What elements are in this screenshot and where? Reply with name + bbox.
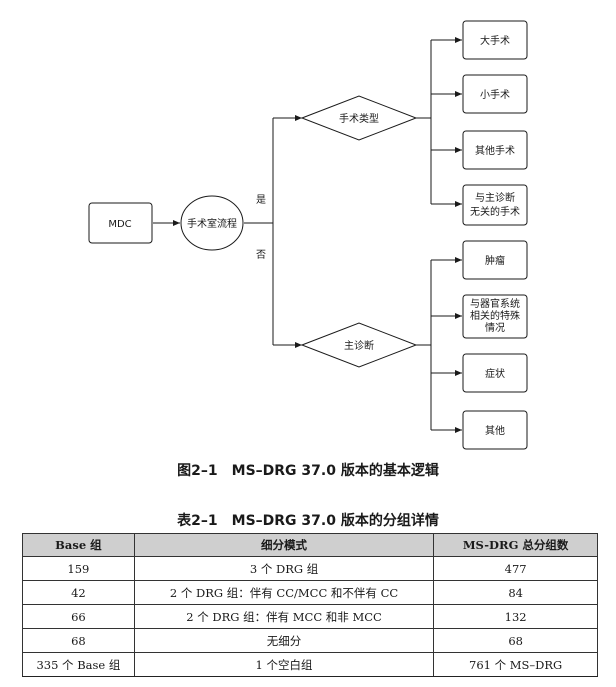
label-organ-3: 情况 <box>485 321 505 334</box>
node-symptom <box>462 353 528 393</box>
node-major-surgery <box>462 20 528 60</box>
label-major-surgery: 大手术 <box>480 34 510 47</box>
cell-base: 68 <box>22 628 135 653</box>
cell-base: 66 <box>22 604 135 629</box>
table-row: 335 个 Base 组 1 个空白组 761 个 MS–DRG <box>22 652 598 677</box>
label-tumor: 肿瘤 <box>485 254 505 267</box>
label-surgery-flow: 手术室流程 <box>187 217 237 230</box>
node-surgery-type <box>300 95 418 141</box>
label-surgery-type: 手术类型 <box>339 112 379 125</box>
table-row: 68 无细分 68 <box>22 628 598 653</box>
figure-caption: 图2–1 MS–DRG 37.0 版本的基本逻辑 <box>177 463 439 479</box>
cell-total: 477 <box>433 556 598 581</box>
cell-total: 761 个 MS–DRG <box>433 652 598 677</box>
cell-total: 132 <box>433 604 598 629</box>
label-other: 其他 <box>485 424 505 437</box>
label-main-diagnosis: 主诊断 <box>344 339 374 352</box>
table-row: 42 2 个 DRG 组：伴有 CC/MCC 和不伴有 CC 84 <box>22 580 598 605</box>
table-header-row: Base 组 细分模式 MS-DRG 总分组数 <box>22 533 598 557</box>
cell-mode: 1 个空白组 <box>133 652 435 677</box>
cell-mode: 3 个 DRG 组 <box>133 556 435 581</box>
cell-base: 42 <box>22 580 135 605</box>
flow-diagram: MDC 手术室流程 手术类型 主诊断 大手术 小手术 其他手术 与主诊断 无关的… <box>88 20 528 450</box>
label-unrelated-surgery-1: 与主诊断 <box>475 191 515 204</box>
label-other-surgery: 其他手术 <box>475 144 515 157</box>
cell-base: 335 个 Base 组 <box>22 652 135 677</box>
header-base-group: Base 组 <box>22 533 135 557</box>
label-symptom: 症状 <box>485 367 505 380</box>
node-mdc <box>88 202 153 244</box>
node-tumor <box>462 240 528 280</box>
node-other <box>462 410 528 450</box>
label-minor-surgery: 小手术 <box>480 88 510 101</box>
edge-label-yes: 是 <box>256 194 266 206</box>
label-organ-2: 相关的特殊 <box>470 309 520 322</box>
edge-label-no: 否 <box>256 249 266 261</box>
label-unrelated-surgery-2: 无关的手术 <box>470 205 520 218</box>
label-mdc: MDC <box>108 219 131 230</box>
cell-mode: 2 个 DRG 组：伴有 MCC 和非 MCC <box>133 604 435 629</box>
cell-total: 84 <box>433 580 598 605</box>
node-organ-system <box>462 294 528 339</box>
cell-base: 159 <box>22 556 135 581</box>
cell-mode: 无细分 <box>133 628 435 653</box>
table-caption: 表2–1 MS–DRG 37.0 版本的分组详情 <box>177 513 439 529</box>
drg-table: Base 组 细分模式 MS-DRG 总分组数 159 3 个 DRG 组 47… <box>22 533 598 677</box>
table-row: 66 2 个 DRG 组：伴有 MCC 和非 MCC 132 <box>22 604 598 629</box>
cell-total: 68 <box>433 628 598 653</box>
node-other-surgery <box>462 130 528 170</box>
table-row: 159 3 个 DRG 组 477 <box>22 556 598 581</box>
node-surgery-flow <box>180 195 244 251</box>
header-subdivision-mode: 细分模式 <box>133 533 435 557</box>
node-unrelated-surgery <box>462 184 528 226</box>
node-minor-surgery <box>462 74 528 114</box>
header-total-groups: MS-DRG 总分组数 <box>433 533 598 557</box>
cell-mode: 2 个 DRG 组：伴有 CC/MCC 和不伴有 CC <box>133 580 435 605</box>
node-main-diagnosis <box>300 322 418 368</box>
label-organ-1: 与器官系统 <box>470 297 520 310</box>
